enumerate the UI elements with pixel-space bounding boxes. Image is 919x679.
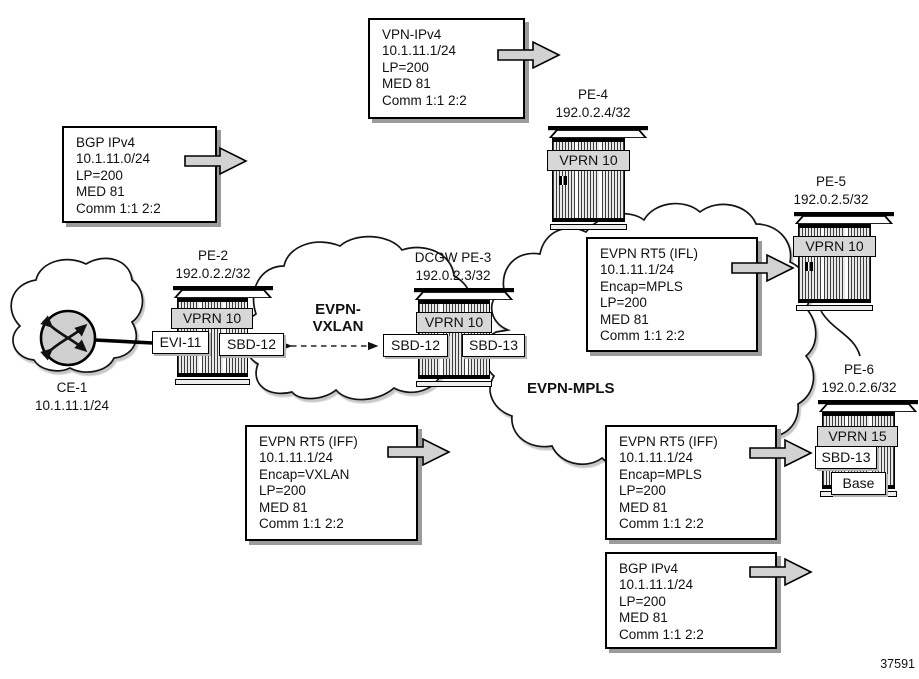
vprn-band-pe6: VPRN 15	[817, 426, 898, 447]
label-ce1: CE-1 10.1.11.1/24	[7, 379, 137, 415]
label-pe5: PE-5 192.0.2.5/32	[766, 173, 896, 209]
route-line: LP=200	[259, 483, 306, 499]
route-line: Comm 1:1 2:2	[76, 200, 161, 216]
route-line: MED 81	[382, 76, 431, 92]
pe2-address: 192.0.2.2/32	[175, 266, 251, 281]
ce1-address: 10.1.11.1/24	[34, 398, 110, 413]
route-box-bgp-ipv4-bottom: BGP IPv4 10.1.11.1/24 LP=200 MED 81 Comm…	[605, 552, 777, 649]
advertise-arrow-ifl	[731, 253, 795, 283]
pe5-name: PE-5	[815, 174, 846, 189]
route-line: Comm 1:1 2:2	[619, 516, 704, 532]
route-line: 10.1.11.1/24	[259, 450, 334, 466]
tag-evi-11: EVI-11	[152, 331, 209, 354]
pe4-name: PE-4	[577, 87, 608, 102]
route-line: 10.1.11.1/24	[619, 450, 694, 466]
advertise-arrow-iff-mpls	[749, 438, 813, 468]
route-line: EVPN RT5 (IFL)	[600, 246, 699, 261]
figure-number: 37591	[880, 657, 915, 671]
route-line: BGP IPv4	[619, 561, 679, 576]
tag-sbd-12-pe2: SBD-12	[219, 333, 284, 356]
router-lid	[548, 126, 648, 138]
vprn-band-pe2: VPRN 10	[171, 308, 253, 329]
port-mark-pe4	[559, 176, 567, 185]
route-line: LP=200	[619, 593, 666, 609]
label-pe2: PE-2 192.0.2.2/32	[148, 247, 278, 283]
pe2-name: PE-2	[197, 248, 228, 263]
route-line: EVPN RT5 (IFF)	[259, 434, 358, 449]
pe6-address: 192.0.2.6/32	[821, 380, 897, 395]
route-line: Encap=MPLS	[619, 466, 702, 482]
route-box-evpn-rt5-iff-mpls: EVPN RT5 (IFF) 10.1.11.1/24 Encap=MPLS L…	[605, 425, 777, 540]
route-line: Comm 1:1 2:2	[600, 328, 685, 344]
route-line: 10.1.11.1/24	[619, 577, 694, 593]
pe3-address: 192.0.2.3/32	[415, 268, 491, 283]
router-lid	[414, 288, 514, 300]
route-line: MED 81	[619, 610, 668, 626]
vprn-band-pe3: VPRN 10	[416, 312, 492, 333]
ce1-router-icon	[39, 309, 97, 367]
route-line: VPN-IPv4	[382, 27, 442, 42]
route-line: Comm 1:1 2:2	[259, 516, 344, 532]
router-lid	[818, 400, 918, 412]
vprn-band-pe4: VPRN 10	[547, 150, 630, 171]
route-line: MED 81	[259, 499, 308, 515]
label-pe3: DCGW PE-3 192.0.2.3/32	[388, 249, 518, 285]
advertise-arrow-bgp-left	[184, 146, 248, 176]
pe6-name: PE-6	[843, 362, 874, 377]
router-lid	[173, 286, 273, 298]
route-line: LP=200	[76, 167, 123, 183]
advertise-arrow-iff-vxlan	[387, 437, 451, 467]
route-line: Comm 1:1 2:2	[382, 92, 467, 108]
port-mark-pe5	[805, 262, 813, 271]
advertise-arrow-bgp-bottom	[749, 557, 813, 587]
evpn-vxlan-label: EVPN- VXLAN	[300, 301, 376, 335]
route-line: LP=200	[382, 59, 429, 75]
route-box-bgp-ipv4-left: BGP IPv4 10.1.11.0/24 LP=200 MED 81 Comm…	[62, 126, 217, 223]
tag-sbd-13-pe3: SBD-13	[462, 334, 525, 357]
label-pe6: PE-6 192.0.2.6/32	[794, 361, 919, 397]
tag-sbd-13-pe6: SBD-13	[815, 446, 877, 469]
route-box-evpn-rt5-iff-vxlan: EVPN RT5 (IFF) 10.1.11.1/24 Encap=VXLAN …	[245, 425, 418, 541]
route-line: 10.1.11.1/24	[382, 43, 457, 59]
router-lid	[794, 212, 894, 224]
route-box-vpn-ipv4: VPN-IPv4 10.1.11.1/24 LP=200 MED 81 Comm…	[368, 18, 525, 119]
route-line: BGP IPv4	[76, 135, 136, 150]
evpn-vxlan-label-line1: EVPN-	[315, 301, 361, 318]
route-box-evpn-rt5-ifl: EVPN RT5 (IFL) 10.1.11.1/24 Encap=MPLS L…	[586, 237, 758, 352]
route-line: Encap=MPLS	[600, 278, 683, 294]
ce1-name: CE-1	[56, 380, 88, 395]
tag-sbd-12-pe3: SBD-12	[383, 334, 448, 357]
pe5-pe6-link	[820, 310, 861, 357]
route-line: Comm 1:1 2:2	[619, 626, 704, 642]
evpn-mpls-label: EVPN-MPLS	[527, 380, 615, 397]
route-line: 10.1.11.0/24	[76, 151, 151, 167]
route-line: LP=200	[600, 295, 647, 311]
vprn-band-pe5: VPRN 10	[793, 236, 876, 257]
evpn-vxlan-label-line2: VXLAN	[312, 318, 364, 335]
label-pe4: PE-4 192.0.2.4/32	[528, 86, 658, 122]
ce1-pe2-link	[94, 338, 154, 345]
advertise-arrow-vpn-ipv4	[497, 40, 561, 70]
route-line: Encap=VXLAN	[259, 466, 350, 482]
route-line: 10.1.11.1/24	[600, 262, 675, 278]
route-line: MED 81	[600, 311, 649, 327]
route-line: EVPN RT5 (IFF)	[619, 434, 718, 449]
route-line: MED 81	[619, 499, 668, 515]
route-line: LP=200	[619, 483, 666, 499]
pe4-address: 192.0.2.4/32	[555, 105, 631, 120]
tag-base-pe6: Base	[831, 472, 886, 495]
route-line: MED 81	[76, 184, 125, 200]
pe5-address: 192.0.2.5/32	[793, 192, 869, 207]
pe3-name: DCGW PE-3	[414, 250, 492, 265]
